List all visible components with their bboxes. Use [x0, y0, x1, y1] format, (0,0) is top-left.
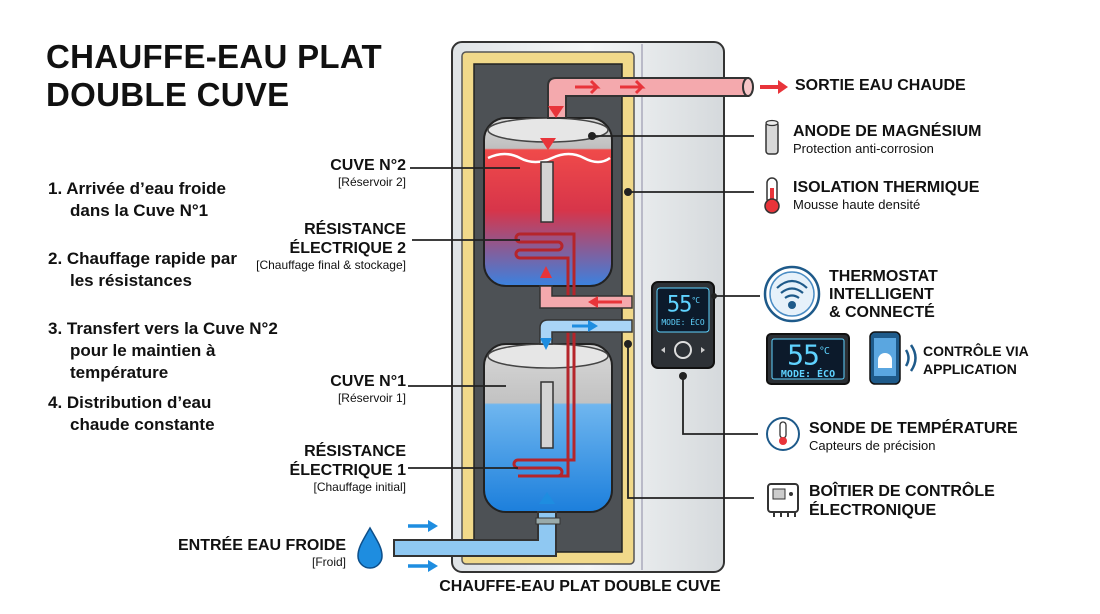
label-control-box-1: BOÎTIER DE CONTRÔLE [809, 483, 995, 500]
label-inlet: ENTRÉE EAU FROIDE [Froid] [170, 536, 346, 570]
label-res-2: RÉSISTANCE ÉLECTRIQUE 2 [Chauffage final… [236, 220, 406, 273]
step-1-line-2: dans la Cuve N°1 [70, 201, 209, 220]
remote-display-text: 55°C MODE: ÉCO [772, 338, 844, 381]
step-3-line-3: température [70, 363, 169, 382]
label-anode-sub: Protection anti-corrosion [793, 141, 934, 156]
label-control-box-2: ÉLECTRONIQUE [809, 502, 937, 519]
step-4-line-1: 4. Distribution d’eau [48, 393, 212, 412]
label-res-2-sub: [Chauffage final & stockage] [256, 258, 406, 272]
label-probe-title: SONDE DE TEMPÉRATURE [809, 420, 1018, 437]
panel-temp: 55 [666, 292, 692, 318]
label-control-box: BOÎTIER DE CONTRÔLE ÉLECTRONIQUE [809, 482, 1069, 520]
label-cuve-1-title: CUVE N°1 [330, 373, 406, 390]
label-cuve-2: CUVE N°2 [Réservoir 2] [246, 156, 406, 190]
label-inlet-sub: [Froid] [311, 555, 346, 569]
control-box-icon [767, 483, 799, 517]
label-thermostat-2: INTELLIGENT [829, 286, 934, 303]
remote-temp: 55 [787, 338, 820, 372]
wifi-gear-icon [763, 265, 821, 323]
tank-1-top [487, 343, 609, 369]
label-res-1-title-2: ÉLECTRIQUE 1 [289, 462, 406, 479]
step-3-line-2: pour le maintien à [70, 341, 216, 360]
remote-mode: MODE: ÉCO [780, 369, 836, 381]
step-3: 3. Transfert vers la Cuve N°2 pour le ma… [48, 318, 288, 384]
label-insulation-title: ISOLATION THERMIQUE [793, 179, 980, 196]
step-2-line-2: les résistances [70, 271, 192, 290]
label-res-1: RÉSISTANCE ÉLECTRIQUE 1 [Chauffage initi… [246, 442, 406, 495]
label-cuve-2-sub: [Réservoir 2] [337, 175, 406, 189]
step-4: 4. Distribution d’eau chaude constante [48, 392, 258, 436]
hot-arrow-up [548, 106, 564, 118]
label-insulation-sub: Mousse haute densité [793, 197, 921, 212]
page-title: CHAUFFE-EAU PLAT DOUBLE CUVE [46, 38, 382, 114]
signal-waves-icon [904, 344, 917, 372]
hot-arrow-rise [540, 138, 556, 150]
hot-arrow-1 [575, 79, 601, 95]
label-app-1: CONTRÔLE VIA [923, 343, 1029, 359]
label-app-2: APPLICATION [923, 361, 1017, 377]
label-anode: ANODE DE MAGNÉSIUM Protection anti-corro… [793, 122, 1053, 157]
label-res-2-title-1: RÉSISTANCE [304, 221, 406, 238]
label-probe-sub: Capteurs de précision [809, 438, 936, 453]
probe-thermometer-icon [766, 417, 800, 451]
step-3-line-1: 3. Transfert vers la Cuve N°2 [48, 319, 278, 338]
label-app: CONTRÔLE VIA APPLICATION [923, 342, 1083, 378]
label-cuve-1: CUVE N°1 [Réservoir 1] [246, 372, 406, 406]
label-inlet-title: ENTRÉE EAU FROIDE [177, 537, 346, 554]
anode-rod-icon [765, 119, 779, 155]
label-anode-title: ANODE DE MAGNÉSIUM [793, 123, 982, 140]
cold-inlet-pipe [393, 511, 557, 557]
label-res-1-sub: [Chauffage initial] [313, 480, 406, 494]
smartphone-android-icon [869, 331, 901, 385]
label-outlet-title: SORTIE EAU CHAUDE [795, 77, 966, 94]
label-res-1-title-1: RÉSISTANCE [304, 443, 406, 460]
diagram-caption: CHAUFFE-EAU PLAT DOUBLE CUVE [439, 578, 721, 595]
label-probe: SONDE DE TEMPÉRATURE Capteurs de précisi… [809, 419, 1069, 454]
anode-rod-1 [540, 381, 554, 449]
step-4-line-2: chaude constante [70, 415, 215, 434]
heating-element-2 [520, 232, 558, 260]
label-thermostat-3: & CONNECTÉ [829, 304, 935, 321]
hot-arrow-transfer [540, 266, 552, 278]
transfer-pipe-cold [539, 319, 633, 345]
label-res-2-title-2: ÉLECTRIQUE 2 [289, 240, 406, 257]
heating-element-1 [518, 458, 558, 478]
thermometer-icon [764, 177, 780, 214]
step-1-line-1: 1. Arrivée d’eau froide [48, 179, 226, 198]
water-drop-icon [357, 526, 383, 569]
remote-unit: °C [818, 346, 830, 357]
tank-2-water-surface [487, 152, 611, 164]
hot-arrow-2 [620, 79, 646, 95]
label-outlet: SORTIE EAU CHAUDE [795, 76, 1055, 95]
panel-mode: MODE: ÉCO [661, 318, 705, 328]
step-1: 1. Arrivée d’eau froide dans la Cuve N°1 [48, 178, 258, 222]
label-insulation: ISOLATION THERMIQUE Mousse haute densité [793, 178, 1053, 213]
panel-display: 55°C MODE: ÉCO [657, 289, 709, 329]
label-thermostat: THERMOSTAT INTELLIGENT & CONNECTÉ [829, 268, 1029, 322]
label-thermostat-1: THERMOSTAT [829, 268, 938, 285]
step-2: 2. Chauffage rapide par les résistances [48, 248, 258, 292]
title-line-1: CHAUFFE-EAU PLAT [46, 38, 382, 75]
title-line-2: DOUBLE CUVE [46, 76, 290, 113]
step-2-line-1: 2. Chauffage rapide par [48, 249, 237, 268]
panel-unit: °C [691, 296, 700, 305]
label-cuve-2-title: CUVE N°2 [330, 157, 406, 174]
label-cuve-1-sub: [Réservoir 1] [337, 391, 406, 405]
anode-rod-2 [540, 161, 554, 223]
cold-arrow-up [539, 492, 555, 504]
